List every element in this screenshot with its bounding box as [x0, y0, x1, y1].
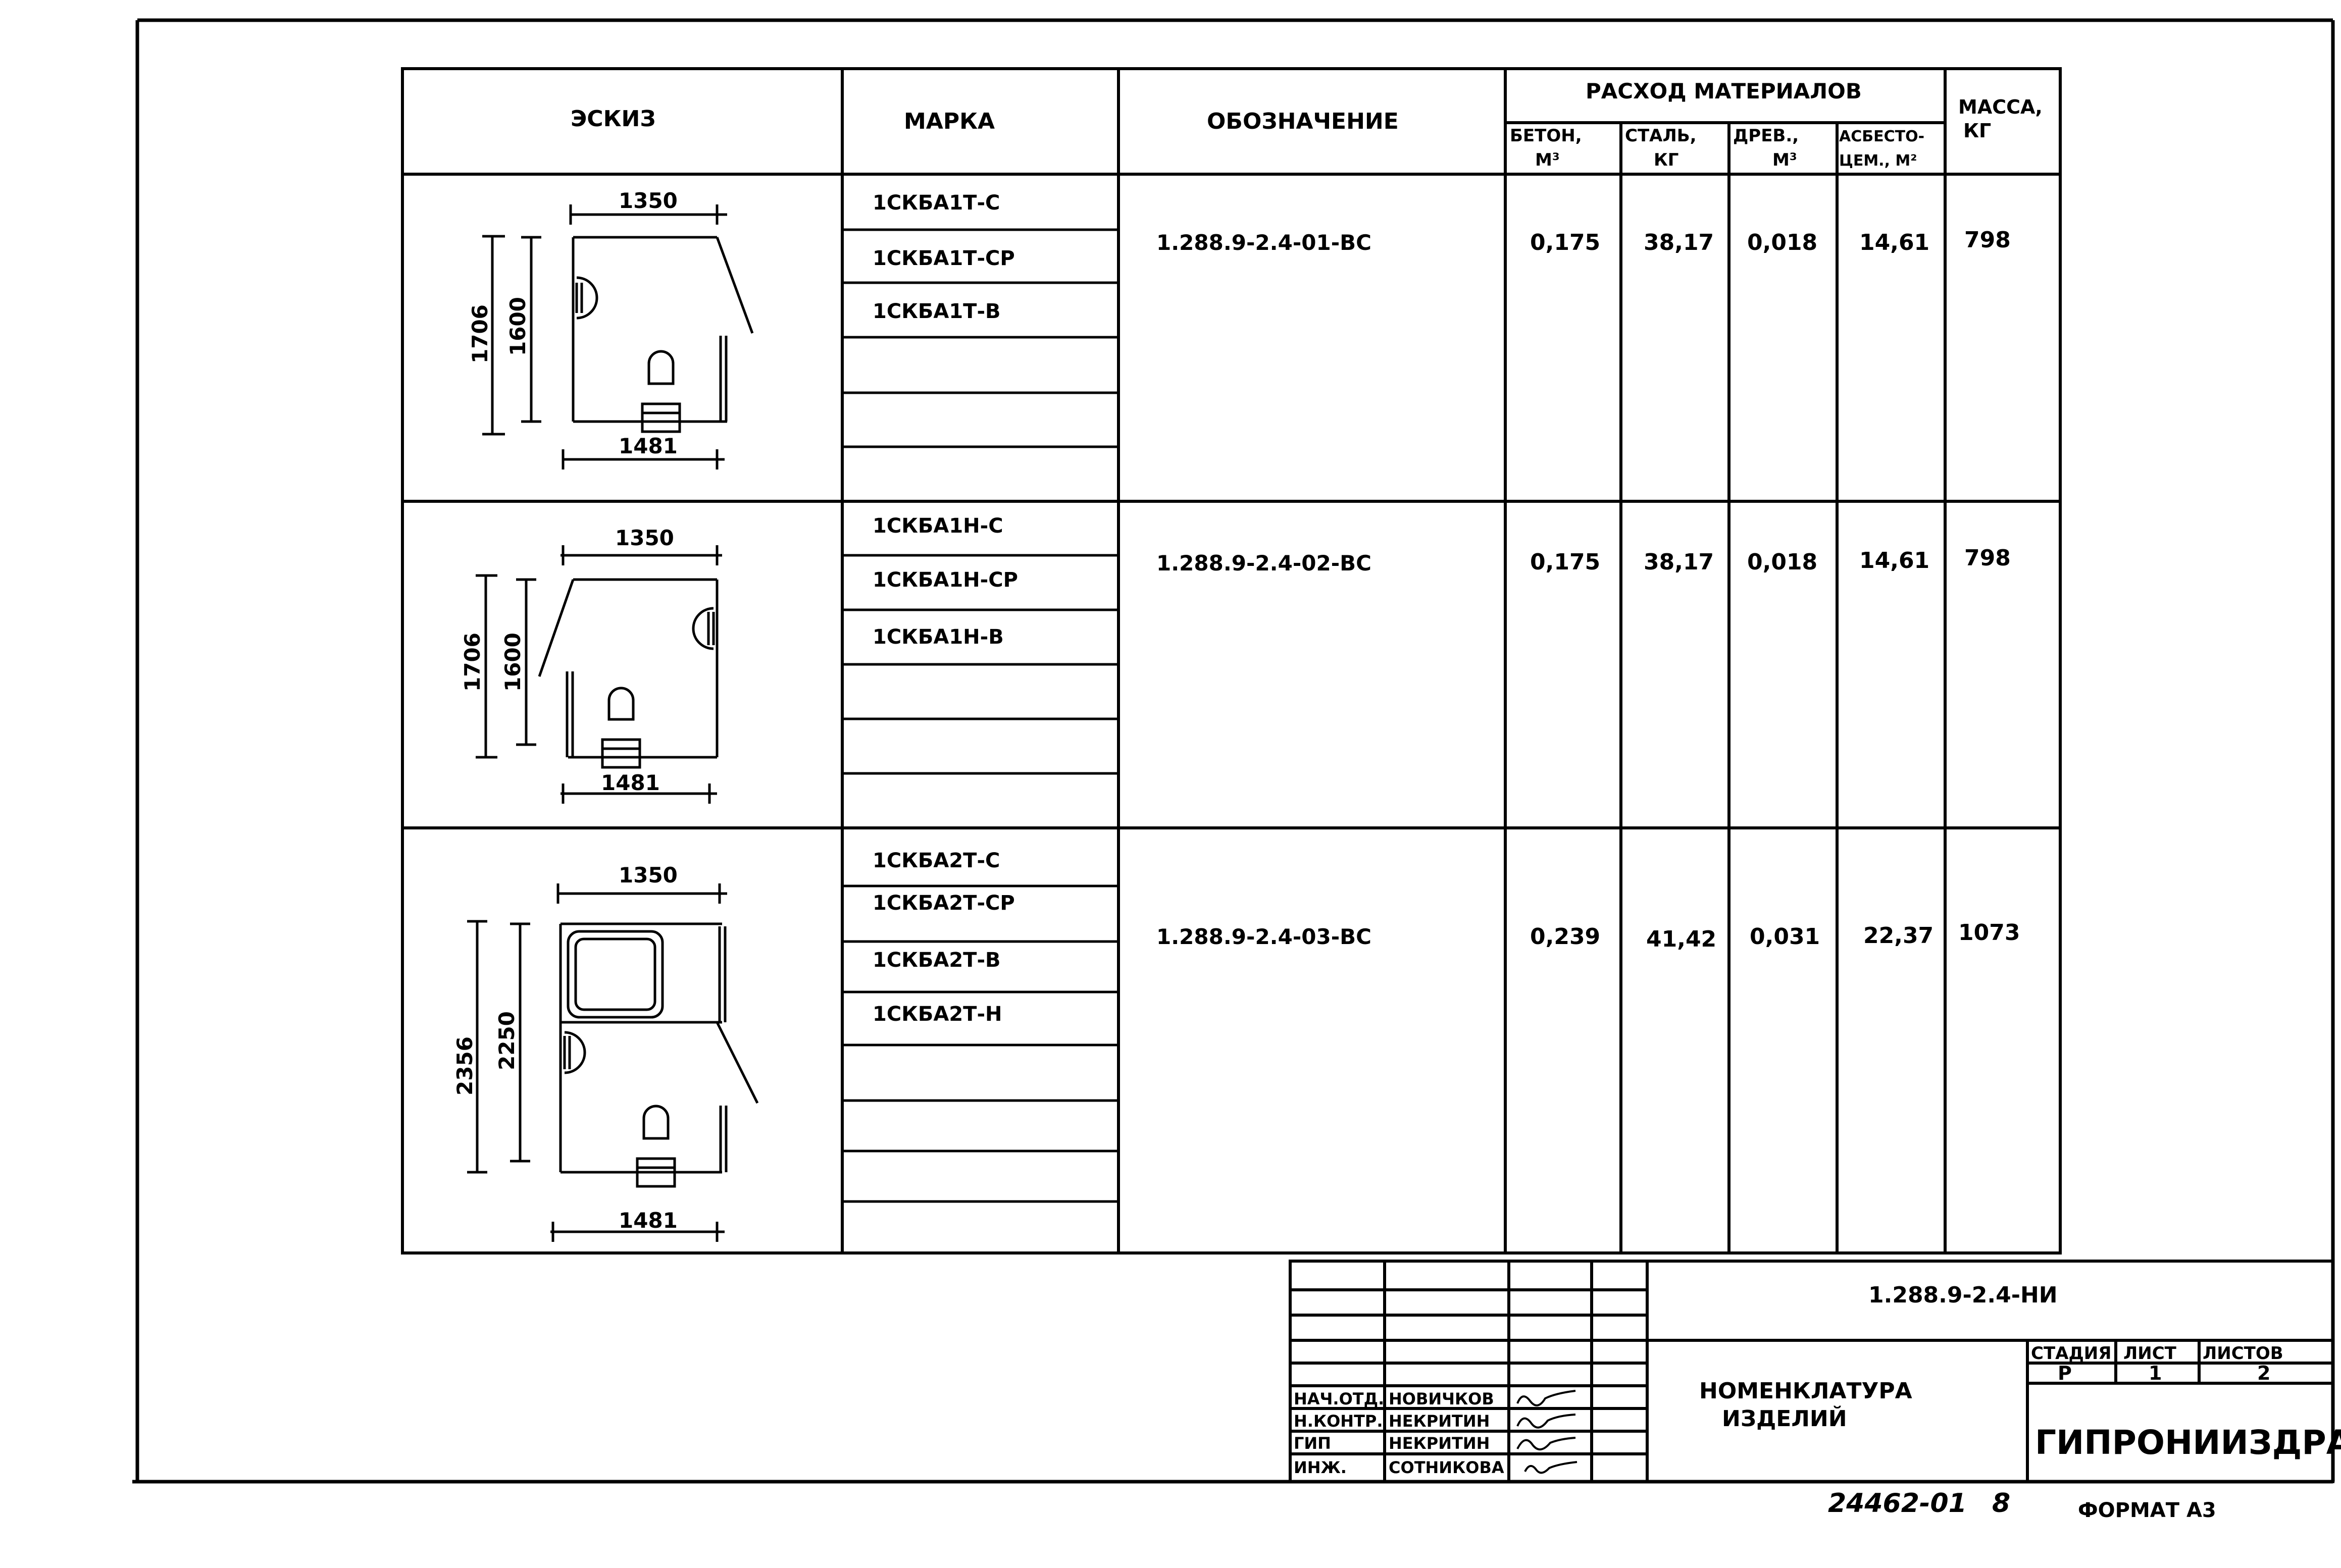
- header-asbestos-unit: ЦЕМ., М²: [1839, 152, 1917, 170]
- sketch-drawing: [482, 204, 754, 469]
- concrete-cell: 0,175: [1530, 230, 1600, 255]
- staff-role: Н.КОНТР.: [1294, 1412, 1383, 1431]
- dimension-label: 1706: [468, 304, 492, 363]
- header-concrete: БЕТОН,: [1510, 126, 1582, 146]
- dimension-label: 1350: [619, 188, 678, 213]
- dimension-label: 1600: [505, 297, 530, 356]
- inventory-number: 24462-01: [1828, 1488, 1967, 1519]
- mark-cell: 1СКБА2Т-В: [873, 949, 1001, 972]
- dimension-label: 1600: [500, 633, 525, 692]
- mark-cell: 1СКБА1Н-В: [873, 625, 1004, 649]
- mass-cell: 798: [1964, 227, 2011, 253]
- dimension-label: 2356: [452, 1036, 477, 1095]
- document-code: 1.288.9-2.4-НИ: [1868, 1282, 2058, 1308]
- table-row: 1СКБА1Н-С 1СКБА1Н-СР 1СКБА1Н-В 1.288.9-2…: [873, 514, 2011, 649]
- dimension-label: 1481: [619, 1208, 678, 1233]
- dimension-label: 1481: [619, 434, 678, 458]
- steel-cell: 38,17: [1644, 230, 1714, 255]
- staff-name: НОВИЧКОВ: [1389, 1389, 1494, 1408]
- signature-marks: [1516, 1390, 1577, 1474]
- staff-list: НАЧ.ОТД. НОВИЧКОВ Н.КОНТР. НЕКРИТИН ГИП …: [1294, 1389, 1504, 1477]
- staff-role: ИНЖ.: [1294, 1458, 1347, 1477]
- table-grid: [401, 67, 2062, 1255]
- staff-name: СОТНИКОВА: [1389, 1458, 1504, 1477]
- mark-cell: 1СКБА2Т-Н: [873, 1003, 1002, 1026]
- asbestos-cell: 22,37: [1863, 923, 1933, 949]
- dimension-label: 1350: [615, 526, 674, 550]
- header-wood-unit: М³: [1772, 150, 1797, 170]
- wood-cell: 0,031: [1750, 924, 1820, 950]
- sheet-title-line2: ИЗДЕЛИЙ: [1722, 1405, 1847, 1432]
- staff-name: НЕКРИТИН: [1389, 1412, 1490, 1431]
- designation-cell: 1.288.9-2.4-02-ВС: [1156, 551, 1371, 576]
- mark-cell: 1СКБА2Т-С: [873, 849, 1000, 872]
- mass-cell: 798: [1964, 545, 2011, 571]
- header-designation: ОБОЗНАЧЕНИЕ: [1207, 109, 1399, 134]
- staff-name: НЕКРИТИН: [1389, 1434, 1490, 1453]
- mark-cell: 1СКБА1Т-СР: [873, 247, 1015, 270]
- mass-cell: 1073: [1958, 920, 2020, 946]
- header-materials: РАСХОД МАТЕРИАЛОВ: [1586, 79, 1862, 103]
- sketch-drawing: [476, 545, 722, 804]
- table-row: 1СКБА1Т-С 1СКБА1Т-СР 1СКБА1Т-В 1.288.9-2…: [873, 191, 2011, 323]
- wood-cell: 0,018: [1747, 230, 1817, 255]
- header-mass-unit: КГ: [1963, 120, 1991, 142]
- steel-cell: 41,42: [1646, 926, 1716, 952]
- designation-cell: 1.288.9-2.4-03-ВС: [1156, 924, 1371, 949]
- organization-name: ГИПРОНИИЗДРАВ: [2035, 1423, 2341, 1462]
- dimension-label: 1706: [460, 633, 485, 692]
- header-steel-unit: КГ: [1654, 150, 1678, 170]
- staff-role: НАЧ.ОТД.: [1294, 1389, 1384, 1408]
- mark-cell: 1СКБА1Т-В: [873, 300, 1001, 323]
- title-block-grid: [1289, 1260, 2334, 1483]
- mark-cell: 1СКБА1Н-С: [873, 514, 1003, 538]
- mark-cell: 1СКБА2Т-СР: [873, 892, 1015, 915]
- header-mark: МАРКА: [904, 109, 995, 134]
- mark-cell: 1СКБА1Т-С: [873, 191, 1000, 215]
- header-sketch: ЭСКИЗ: [571, 106, 656, 132]
- sheets-count: 2: [2257, 1362, 2270, 1384]
- sheet-number: 1: [2149, 1362, 2162, 1384]
- steel-cell: 38,17: [1644, 549, 1714, 575]
- header-mass: МАССА,: [1958, 96, 2043, 118]
- sketch-drawing: [467, 883, 759, 1242]
- designation-cell: 1.288.9-2.4-01-ВС: [1156, 230, 1371, 255]
- header-concrete-unit: М³: [1535, 150, 1560, 170]
- asbestos-cell: 14,61: [1859, 548, 1929, 573]
- asbestos-cell: 14,61: [1859, 230, 1929, 255]
- dimension-label: 2250: [494, 1011, 519, 1070]
- dimension-label: 1350: [619, 863, 678, 887]
- concrete-cell: 0,175: [1530, 549, 1600, 575]
- mark-cell: 1СКБА1Н-СР: [873, 568, 1018, 592]
- header-steel: СТАЛЬ,: [1625, 126, 1697, 146]
- sheet-title-line1: НОМЕНКЛАТУРА: [1699, 1378, 1912, 1404]
- dimension-label: 1481: [601, 770, 660, 795]
- page-number: 8: [1992, 1488, 2010, 1519]
- wood-cell: 0,018: [1747, 549, 1817, 575]
- format-label: ФОРМАТ А3: [2078, 1499, 2216, 1522]
- header-asbestos: АСБЕСТО-: [1839, 128, 1924, 145]
- staff-role: ГИП: [1294, 1434, 1331, 1453]
- mark-row-lines: [842, 228, 1118, 1203]
- sheets-label: ЛИСТОВ: [2203, 1343, 2283, 1364]
- stage-label: СТАДИЯ: [2031, 1343, 2111, 1364]
- table-row: 1СКБА2Т-С 1СКБА2Т-СР 1СКБА2Т-В 1СКБА2Т-Н…: [873, 849, 2020, 1026]
- concrete-cell: 0,239: [1530, 924, 1600, 950]
- stage-value: Р: [2058, 1362, 2072, 1384]
- header-wood: ДРЕВ.,: [1733, 126, 1799, 146]
- sheet-label: ЛИСТ: [2123, 1343, 2177, 1364]
